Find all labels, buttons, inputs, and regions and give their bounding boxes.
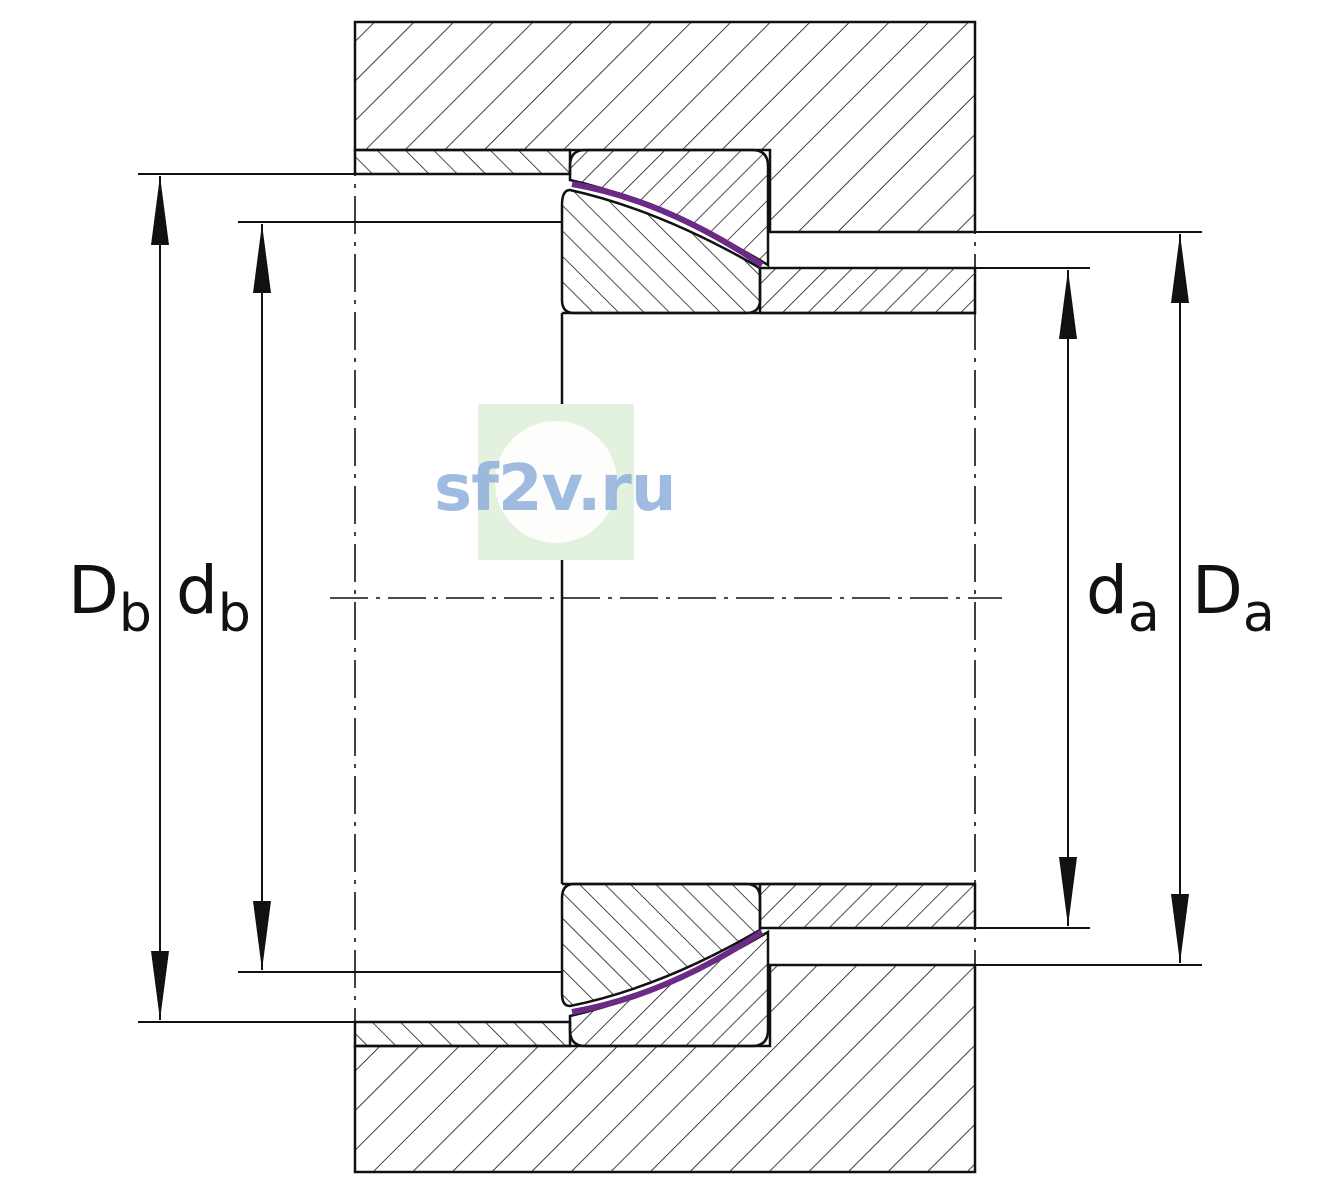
sliding-layer-top <box>571 181 764 268</box>
watermark-text: sf2v.ru <box>434 452 676 526</box>
label-Da-sub: a <box>1242 584 1275 644</box>
label-db: db <box>176 558 251 641</box>
label-da-sub: a <box>1127 584 1160 644</box>
dimension-db <box>253 224 271 970</box>
inner-ring-bottom <box>560 882 762 1008</box>
label-Da: Da <box>1192 558 1275 641</box>
label-da: da <box>1086 558 1160 641</box>
label-Db-main: D <box>68 552 119 629</box>
shaft-collar-bottom <box>758 882 977 930</box>
shaft-collar-top <box>758 266 977 315</box>
label-Db: Db <box>68 558 152 641</box>
label-db-main: d <box>176 552 218 629</box>
extension-lines <box>138 173 1202 1023</box>
spacer-bottom <box>353 1020 572 1048</box>
label-Da-main: D <box>1192 552 1243 629</box>
spacer-top <box>353 148 572 176</box>
watermark-badge <box>478 404 634 560</box>
dimension-Da <box>1171 234 1189 963</box>
dimension-da <box>1059 270 1077 926</box>
label-db-sub: b <box>217 584 251 644</box>
dimension-Db <box>151 176 169 1020</box>
sliding-layer-bottom <box>571 929 764 1015</box>
center-lines <box>330 22 1002 1172</box>
bearing-logo-icon <box>495 421 617 543</box>
label-da-main: d <box>1086 552 1128 629</box>
label-Db-sub: b <box>118 584 152 644</box>
